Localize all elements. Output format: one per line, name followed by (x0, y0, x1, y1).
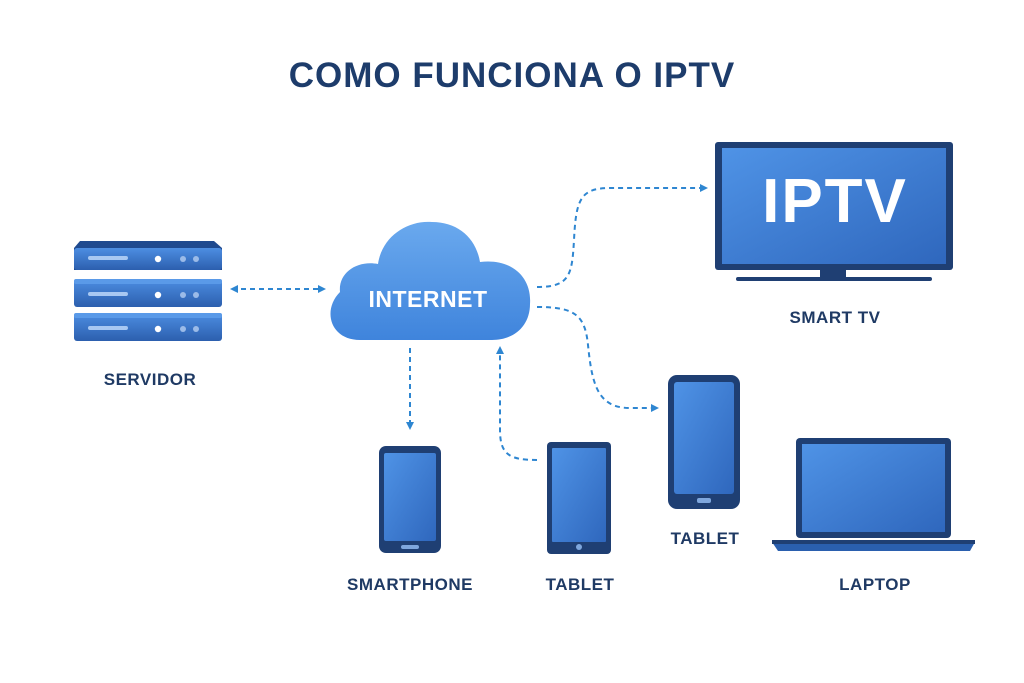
tablet-icon (547, 442, 611, 554)
internet-tablet-large-arrow (536, 306, 659, 412)
internet-tv-arrow (536, 184, 708, 288)
cloud-icon (330, 221, 531, 340)
laptop-label: LAPTOP (839, 575, 911, 594)
laptop-icon (772, 438, 975, 551)
server-icon (74, 241, 222, 341)
tablet-large-label: TABLET (670, 529, 740, 548)
smartphone-label: SMARTPHONE (347, 575, 473, 594)
servidor-label: SERVIDOR (103, 370, 197, 389)
diagram-title: COMO FUNCIONA O IPTV (288, 56, 736, 95)
internet-label: INTERNET (368, 286, 488, 312)
smart-tv-icon (715, 142, 953, 281)
tablet-icon (668, 375, 740, 509)
connector-arrows (230, 184, 708, 461)
tv-screen-text: IPTV (762, 167, 908, 236)
smart-tv-label: SMART TV (789, 308, 881, 327)
tablet-small-label: TABLET (545, 575, 615, 594)
smartphone-icon (379, 446, 441, 553)
internet-tablet-arrow (496, 346, 538, 461)
